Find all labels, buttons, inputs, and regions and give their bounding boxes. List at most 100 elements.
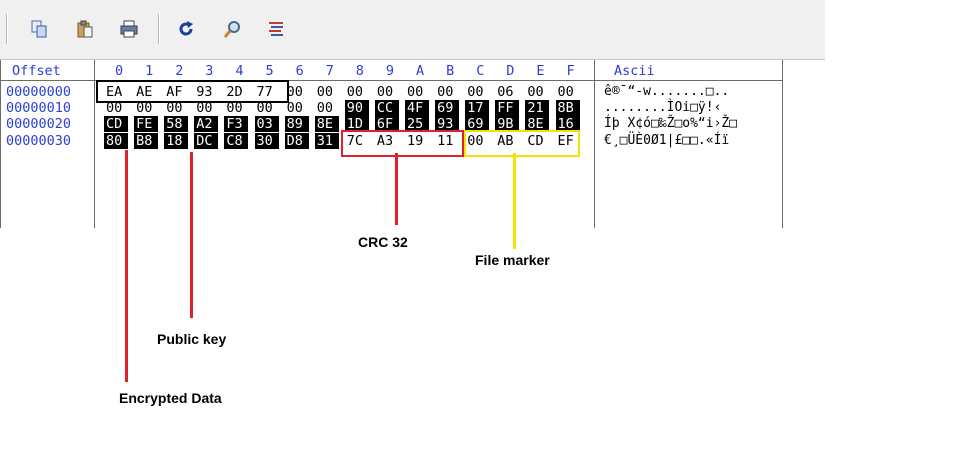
hex-editor[interactable] bbox=[0, 60, 783, 228]
search-icon bbox=[223, 21, 240, 38]
hex-byte[interactable]: 00 bbox=[527, 84, 544, 100]
hex-byte[interactable]: 18 bbox=[164, 132, 189, 149]
ascii-row[interactable]: Íþ X¢ó□‰Ž□o%“i›Ž□ bbox=[604, 116, 738, 132]
column-header: C bbox=[476, 63, 485, 79]
ascii-row[interactable]: €¸□ÜÈ0Ø1|£□□.«Íï bbox=[604, 132, 730, 148]
hex-byte[interactable]: 69 bbox=[465, 116, 490, 133]
hex-byte[interactable]: 00 bbox=[196, 100, 213, 117]
hex-byte[interactable]: A2 bbox=[194, 116, 219, 133]
hex-byte[interactable]: 21 bbox=[525, 100, 550, 117]
ascii-row[interactable]: ê®¯“-w.......□.. bbox=[604, 84, 730, 99]
divider bbox=[94, 60, 95, 228]
file-marker-pointer bbox=[513, 153, 516, 249]
hex-byte[interactable]: AF bbox=[166, 84, 183, 100]
hex-byte[interactable]: CD bbox=[527, 132, 544, 149]
column-header: 1 bbox=[145, 63, 154, 79]
print-button[interactable] bbox=[117, 17, 141, 41]
public-key-highlight-box bbox=[96, 80, 289, 103]
file-marker-label: File marker bbox=[475, 252, 550, 268]
hex-byte[interactable]: 2D bbox=[226, 84, 243, 100]
hex-byte[interactable]: A3 bbox=[376, 132, 394, 149]
divider bbox=[0, 60, 1, 228]
hex-byte[interactable]: 00 bbox=[286, 100, 303, 117]
hex-byte[interactable]: 69 bbox=[435, 100, 460, 117]
hex-byte[interactable]: 4F bbox=[405, 100, 429, 117]
hex-byte[interactable]: 00 bbox=[226, 100, 243, 117]
hex-byte[interactable]: EF bbox=[557, 132, 574, 149]
hex-byte[interactable]: FF bbox=[495, 100, 520, 117]
hex-byte[interactable]: 93 bbox=[435, 116, 460, 133]
column-header: 6 bbox=[295, 63, 304, 79]
hex-byte[interactable]: 03 bbox=[254, 116, 279, 133]
hex-byte[interactable]: 8E bbox=[314, 116, 339, 133]
row-offset: 00000000 bbox=[6, 84, 72, 100]
hex-byte[interactable]: 00 bbox=[166, 100, 183, 117]
hex-byte[interactable]: 9B bbox=[495, 116, 520, 133]
column-header: D bbox=[506, 63, 515, 79]
hex-byte[interactable]: 6F bbox=[374, 116, 399, 133]
hex-byte[interactable]: D8 bbox=[284, 132, 309, 149]
hex-byte[interactable]: 00 bbox=[256, 100, 273, 117]
hex-byte[interactable]: 00 bbox=[316, 100, 333, 117]
column-header: A bbox=[416, 63, 425, 79]
hex-byte[interactable]: 25 bbox=[405, 116, 429, 133]
hex-byte[interactable]: CC bbox=[374, 100, 399, 117]
hex-byte[interactable]: 19 bbox=[407, 132, 424, 149]
encrypted-data-label: Encrypted Data bbox=[119, 390, 222, 406]
hex-byte[interactable]: 77 bbox=[256, 84, 273, 100]
divider bbox=[782, 60, 783, 228]
hex-byte[interactable]: 00 bbox=[467, 84, 484, 100]
hex-byte[interactable]: CD bbox=[104, 116, 128, 133]
hex-byte[interactable]: 31 bbox=[314, 132, 339, 149]
refresh-button[interactable] bbox=[174, 17, 198, 41]
hex-byte[interactable]: B8 bbox=[134, 132, 159, 149]
public-key-label: Public key bbox=[157, 331, 227, 347]
hex-byte[interactable]: FE bbox=[134, 116, 159, 133]
hex-byte[interactable]: 11 bbox=[437, 132, 454, 149]
hex-byte[interactable]: 89 bbox=[284, 116, 309, 133]
hex-byte[interactable]: 58 bbox=[164, 116, 189, 133]
hex-byte[interactable]: 00 bbox=[407, 84, 424, 100]
hex-byte[interactable]: 1D bbox=[344, 116, 369, 133]
hex-byte[interactable]: 00 bbox=[316, 84, 333, 100]
hex-byte[interactable]: 8E bbox=[525, 116, 550, 133]
hex-byte[interactable]: 30 bbox=[254, 132, 279, 149]
column-header: E bbox=[536, 63, 545, 79]
hex-byte[interactable]: 00 bbox=[437, 84, 454, 100]
hex-byte[interactable]: F3 bbox=[224, 116, 249, 133]
hex-byte[interactable]: AE bbox=[136, 84, 153, 100]
copy-button[interactable] bbox=[27, 17, 51, 41]
divider bbox=[594, 60, 595, 228]
ascii-header: Ascii bbox=[614, 63, 655, 79]
column-header: 4 bbox=[235, 63, 244, 79]
column-header: 3 bbox=[205, 63, 214, 79]
list-icon bbox=[269, 22, 283, 36]
hex-byte[interactable]: 06 bbox=[497, 84, 514, 100]
hex-byte[interactable]: 7C bbox=[346, 132, 364, 149]
hex-byte[interactable]: 93 bbox=[196, 84, 213, 100]
hex-byte[interactable]: AB bbox=[497, 132, 514, 149]
hex-byte[interactable]: 8B bbox=[555, 100, 580, 117]
hex-byte[interactable]: 00 bbox=[136, 100, 153, 117]
hex-byte[interactable]: 00 bbox=[286, 84, 303, 100]
row-offset: 00000020 bbox=[6, 116, 72, 133]
hex-byte[interactable]: 80 bbox=[104, 132, 128, 149]
hex-byte[interactable]: 00 bbox=[346, 84, 364, 100]
column-header: 0 bbox=[115, 63, 124, 79]
search-button[interactable] bbox=[220, 17, 244, 41]
row-offset: 00000030 bbox=[6, 132, 72, 149]
hex-byte[interactable]: 16 bbox=[555, 116, 580, 133]
hex-byte[interactable]: 00 bbox=[106, 100, 123, 117]
file-marker-highlight-box bbox=[464, 130, 580, 157]
hex-byte[interactable]: DC bbox=[194, 132, 219, 149]
hex-byte[interactable]: EA bbox=[106, 84, 123, 100]
hex-byte[interactable]: 90 bbox=[344, 100, 369, 117]
list-button[interactable] bbox=[264, 17, 288, 41]
hex-byte[interactable]: 00 bbox=[557, 84, 574, 100]
hex-byte[interactable]: 00 bbox=[376, 84, 394, 100]
paste-button[interactable] bbox=[73, 17, 97, 41]
hex-byte[interactable]: 17 bbox=[465, 100, 490, 117]
ascii-row[interactable]: ........ÌOi□ÿ!‹ bbox=[604, 100, 722, 116]
hex-byte[interactable]: 00 bbox=[467, 132, 484, 149]
hex-byte[interactable]: C8 bbox=[224, 132, 249, 149]
